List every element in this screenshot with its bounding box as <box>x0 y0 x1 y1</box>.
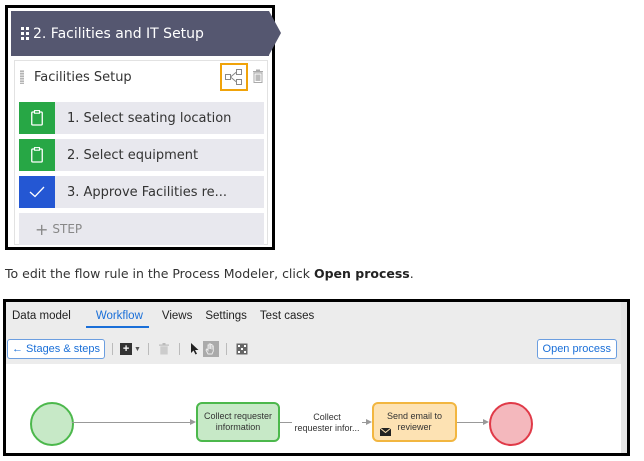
arrow-icon <box>366 419 372 425</box>
plus-icon: + <box>35 219 49 239</box>
process-card: Facilities Setup 1. Select seating locat… <box>14 60 268 245</box>
connector-label-line: requester infor... <box>294 423 360 433</box>
workflow-screenshot: Data model Workflow Views Settings Test … <box>3 299 630 456</box>
step-label: 3. Approve Facilities re... <box>67 184 228 200</box>
fit-zoom-icon[interactable] <box>234 341 250 357</box>
tab-settings[interactable]: Settings <box>205 310 247 322</box>
task-label: information <box>215 422 261 432</box>
toolbar-divider <box>147 343 149 355</box>
toolbar-divider <box>112 343 114 355</box>
step-label: 2. Select equipment <box>67 147 199 163</box>
connector <box>362 422 366 423</box>
task-label: Collect requester <box>203 411 273 421</box>
clipboard-icon <box>19 102 55 134</box>
tab-test-cases[interactable]: Test cases <box>259 310 315 322</box>
tab-data-model[interactable]: Data model <box>12 310 71 322</box>
instruction-prefix: To edit the flow rule in the Process Mod… <box>5 266 314 281</box>
drag-handle-icon[interactable] <box>20 70 24 84</box>
open-process-button[interactable]: Open process <box>536 339 617 359</box>
toolbar: ← Stages & steps +▼ <box>6 338 627 360</box>
instruction-text: To edit the flow rule in the Process Mod… <box>5 266 414 281</box>
clipboard-icon <box>19 139 55 171</box>
task-label: reviewer <box>397 422 432 432</box>
process-title: Facilities Setup <box>34 69 132 85</box>
check-icon <box>19 176 55 208</box>
step-item[interactable]: 1. Select seating location <box>19 102 264 134</box>
stage-card-screenshot: 2. Facilities and IT Setup Facilities Se… <box>5 5 281 250</box>
connector <box>280 422 292 423</box>
pointer-icon[interactable] <box>187 341 203 357</box>
flow-diagram-icon <box>225 69 242 85</box>
tab-workflow[interactable]: Workflow <box>85 310 149 328</box>
add-shape-icon[interactable]: + <box>120 343 133 355</box>
add-step-button[interactable]: + STEP <box>19 213 264 245</box>
instruction-emphasis: Open process <box>313 266 410 281</box>
start-event[interactable] <box>30 402 74 446</box>
arrow-icon <box>190 419 196 425</box>
step-label: 1. Select seating location <box>67 110 232 126</box>
workflow-header: Data model Workflow Views Settings Test … <box>6 302 627 364</box>
tab-views[interactable]: Views <box>161 310 193 322</box>
vertical-scrollbar[interactable] <box>621 302 627 453</box>
delete-icon[interactable] <box>252 69 264 83</box>
email-icon <box>380 428 391 436</box>
end-event[interactable] <box>489 402 533 446</box>
instruction-suffix: . <box>409 266 414 281</box>
step-item[interactable]: 2. Select equipment <box>19 139 264 171</box>
step-item[interactable]: 3. Approve Facilities re... <box>19 176 264 208</box>
stage-header[interactable]: 2. Facilities and IT Setup <box>11 11 281 56</box>
toolbar-divider <box>178 343 180 355</box>
drag-handle-icon[interactable] <box>21 27 29 40</box>
chevron-down-icon[interactable]: ▼ <box>134 345 141 353</box>
connector <box>72 422 190 423</box>
tab-bar: Data model Workflow Views Settings Test … <box>12 310 327 328</box>
arrow-icon <box>483 419 489 425</box>
stage-title: 2. Facilities and IT Setup <box>33 25 204 42</box>
task-label: Send email to <box>386 411 443 421</box>
process-title-row[interactable]: Facilities Setup <box>15 61 267 93</box>
delete-icon[interactable] <box>156 341 172 357</box>
connector <box>457 422 483 423</box>
stages-steps-button[interactable]: ← Stages & steps <box>7 339 106 359</box>
open-flow-button[interactable] <box>220 63 248 91</box>
hand-pan-icon[interactable] <box>202 341 219 357</box>
toolbar-divider <box>225 343 227 355</box>
connector-label-line: Collect <box>313 412 341 422</box>
add-step-label: STEP <box>52 222 83 236</box>
